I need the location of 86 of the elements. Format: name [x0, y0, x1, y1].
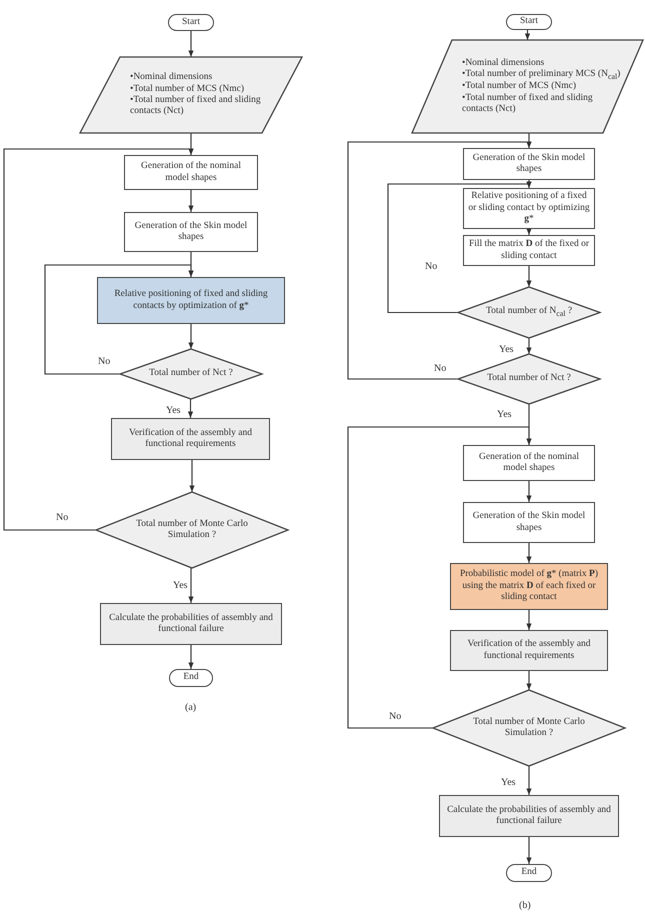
list-item: •Total number of preliminary MCS (N$_{cal}$): [462, 68, 620, 81]
decision-text: Total number of Monte Carlo Simulation ?: [472, 716, 586, 740]
arrow: [524, 30, 530, 40]
box-text: Generation of the Skin model shapes: [472, 152, 586, 176]
edge-label: Yes: [165, 405, 182, 416]
decision-diamond: [120, 349, 262, 399]
panel-label: (b): [518, 900, 532, 911]
edge-label: No: [433, 363, 448, 374]
box-text: Generation of the Skin model shapes: [134, 220, 248, 244]
arrow: [526, 266, 532, 287]
box-text: Generation of the nominal model shapes: [140, 161, 242, 184]
box-text: Relative positioning of a fixed or sliding contact by optimizing g*: [467, 191, 591, 226]
process-box: [450, 563, 608, 610]
box-text: Verification of the assembly and functional requirements: [466, 639, 592, 662]
terminal-label: Start: [520, 16, 538, 28]
process-box: [100, 603, 282, 645]
edge-label: Yes: [496, 409, 513, 420]
box-text: Relative positioning of fixed and sliding contacts by optimization of g*: [113, 289, 269, 312]
process-box: [463, 445, 595, 481]
arrow: [526, 228, 532, 235]
process-box: [124, 155, 258, 190]
arrow: [526, 338, 532, 354]
edge-label: Yes: [498, 344, 515, 355]
box-text: Probabilistic model of g* (matrix P) using the matrix D of each fixed or sliding contact: [458, 569, 599, 604]
arrow: [387, 181, 532, 314]
arrow: [188, 645, 194, 669]
edge-label: No: [388, 711, 402, 722]
panel-label: (a): [184, 702, 198, 713]
box-text: Verification of the assembly and functional requirements: [128, 428, 253, 450]
box-text: Generation of the nominal model shapes: [478, 452, 580, 474]
arrow: [3, 148, 194, 531]
process-box: [97, 277, 285, 324]
edge-label: Yes: [500, 777, 517, 788]
arrow: [347, 426, 532, 729]
decision-text: Total number of N$_{cal}$ ?: [486, 306, 572, 319]
arrow: [526, 610, 532, 630]
arrow: [44, 264, 194, 375]
process-box: [450, 630, 608, 671]
process-box: [463, 148, 595, 180]
arrow: [188, 31, 194, 57]
process-box: [439, 795, 619, 837]
arrow: [188, 324, 194, 349]
box-text: Fill the matrix D of the fixed or sliding contact: [468, 239, 590, 262]
box-text: Generation of the Skin model shapes: [472, 511, 586, 534]
arrow: [189, 460, 195, 492]
arrow: [188, 568, 194, 603]
list-item: •Total number of fixed and sliding contacts (Nct): [462, 92, 594, 116]
arrow: [347, 141, 532, 380]
process-box: [124, 212, 258, 252]
process-box: [463, 235, 595, 266]
list-item: •Nominal dimensions: [130, 72, 212, 84]
terminal-box: [169, 669, 213, 687]
list-item: •Total number of MCS (Nmc): [462, 81, 576, 93]
decision-diamond: [458, 354, 600, 404]
decision-diamond: [433, 690, 625, 766]
edge-label: No: [55, 512, 70, 523]
decision-text: Total number of Nct ?: [487, 373, 571, 385]
arrow: [188, 190, 194, 212]
process-box: [111, 418, 270, 460]
arrow: [188, 399, 194, 418]
terminal-label: End: [521, 867, 537, 879]
process-box: [463, 502, 595, 543]
edge-label: Yes: [172, 580, 189, 591]
list-item: •Total number of MCS (Nmc): [130, 84, 244, 95]
box-text: Calculate the probabilities of assembly and functional failure: [446, 804, 612, 828]
edge-label: No: [97, 356, 112, 367]
terminal-box: [168, 14, 214, 31]
arrow: [526, 671, 532, 690]
box-text: Calculate the probabilities of assembly and functional failure: [108, 612, 274, 636]
decision-diamond: [458, 287, 600, 338]
terminal-box: [506, 14, 552, 30]
arrow: [526, 543, 532, 563]
input-parallelogram: [80, 57, 302, 133]
arrow: [526, 837, 532, 864]
terminal-label: End: [183, 672, 199, 684]
edge-label: No: [424, 261, 438, 272]
decision-diamond: [96, 492, 288, 568]
arrow: [526, 766, 532, 795]
terminal-label: Start: [182, 16, 200, 28]
decision-text: Total number of Monte Carlo Simulation ?: [135, 518, 249, 542]
list-item: •Nominal dimensions: [462, 58, 544, 69]
list-item: •Total number of fixed and sliding contacts (Nct): [130, 95, 262, 118]
input-parallelogram: [412, 40, 643, 133]
decision-text: Total number of Nct ?: [149, 368, 233, 380]
arrow: [526, 481, 532, 502]
terminal-box: [506, 864, 552, 882]
